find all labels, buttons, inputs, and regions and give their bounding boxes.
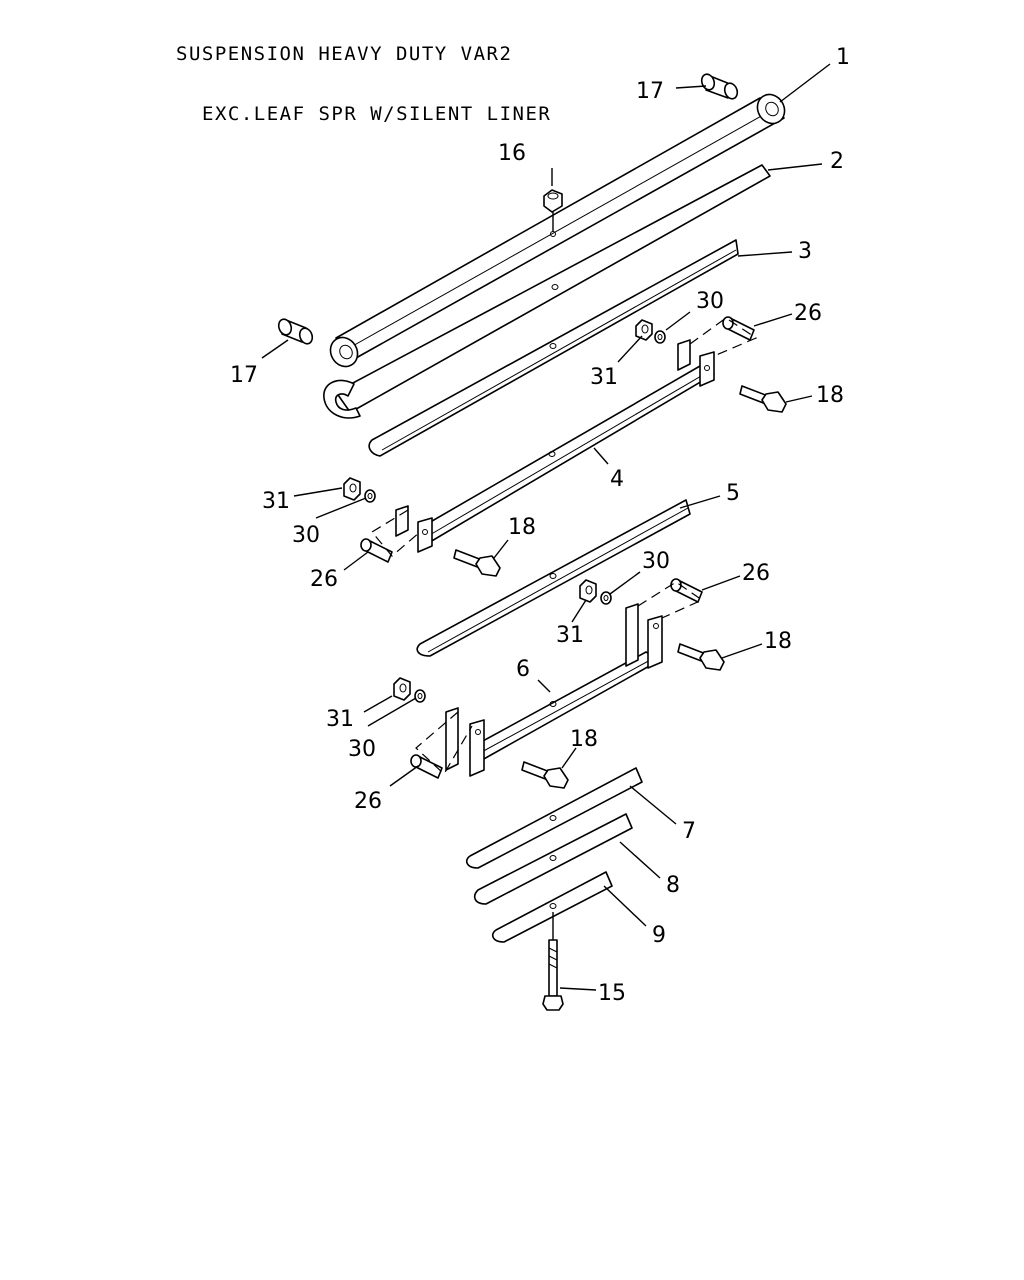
part-30-washer-d[interactable] <box>414 689 426 703</box>
callout-31-d: 31 <box>326 707 354 732</box>
part-16-center-nut[interactable] <box>543 189 563 237</box>
callout-26-a: 26 <box>794 301 822 326</box>
callout-5: 5 <box>726 481 740 506</box>
part-8-leaf[interactable] <box>473 813 633 905</box>
part-18-bolt-a[interactable] <box>739 385 787 413</box>
callout-18-c: 18 <box>764 629 792 654</box>
alignment-lines <box>371 317 758 775</box>
callout-4: 4 <box>610 467 624 492</box>
callout-26-d: 26 <box>354 789 382 814</box>
title-line-1: SUSPENSION HEAVY DUTY VAR2 <box>176 43 513 65</box>
callout-15: 15 <box>598 981 626 1006</box>
part-26-spacer-b[interactable] <box>360 538 393 563</box>
callout-17-bottom: 17 <box>230 363 258 388</box>
part-26-spacer-c[interactable] <box>670 578 703 603</box>
callout-8: 8 <box>666 873 680 898</box>
callout-30-b: 30 <box>292 523 320 548</box>
callout-18-b: 18 <box>508 515 536 540</box>
callout-31-b: 31 <box>262 489 290 514</box>
callout-30-c: 30 <box>642 549 670 574</box>
part-31-nut-b[interactable] <box>343 477 361 501</box>
part-31-nut-c[interactable] <box>579 579 597 603</box>
callout-31-c: 31 <box>556 623 584 648</box>
part-6-sixth-leaf[interactable] <box>445 603 663 777</box>
callout-30-a: 30 <box>696 289 724 314</box>
leader-lines <box>261 63 831 991</box>
callout-18-a: 18 <box>816 383 844 408</box>
part-18-bolt-d[interactable] <box>521 761 569 789</box>
part-9-leaf[interactable] <box>491 871 613 943</box>
callout-17-top: 17 <box>636 79 664 104</box>
part-30-washer-b[interactable] <box>364 489 376 503</box>
callout-3: 3 <box>798 239 812 264</box>
part-26-spacer-a[interactable] <box>722 316 755 341</box>
callout-30-d: 30 <box>348 737 376 762</box>
callout-26-c: 26 <box>742 561 770 586</box>
title-line-2: EXC.LEAF SPR W/SILENT LINER <box>202 103 552 125</box>
callout-7: 7 <box>682 819 696 844</box>
part-4-fourth-leaf[interactable] <box>395 339 715 553</box>
callout-16: 16 <box>498 141 526 166</box>
callout-31-a: 31 <box>590 365 618 390</box>
callout-6: 6 <box>516 657 530 682</box>
part-17-bushing-bottom[interactable] <box>277 317 315 345</box>
part-18-bolt-b[interactable] <box>453 549 501 577</box>
callout-9: 9 <box>652 923 666 948</box>
part-30-washer-a[interactable] <box>654 330 666 344</box>
part-31-nut-a[interactable] <box>635 319 653 341</box>
part-2-second-leaf[interactable] <box>323 164 771 419</box>
part-30-washer-c[interactable] <box>600 591 612 605</box>
diagram-title: SUSPENSION HEAVY DUTY VAR2 EXC.LEAF SPR … <box>176 4 551 144</box>
part-3-third-leaf[interactable] <box>368 239 739 457</box>
part-7-leaf[interactable] <box>465 767 643 869</box>
part-31-nut-d[interactable] <box>393 677 411 701</box>
part-1-main-leaf[interactable] <box>325 90 790 372</box>
callout-2: 2 <box>830 149 844 174</box>
callout-18-d: 18 <box>570 727 598 752</box>
part-15-center-bolt[interactable] <box>542 912 564 1011</box>
part-5-fifth-leaf[interactable] <box>416 499 691 657</box>
callout-1: 1 <box>836 45 850 70</box>
part-18-bolt-c[interactable] <box>677 643 725 671</box>
callout-labels: 1 2 3 4 5 6 7 8 9 15 16 17 17 18 18 18 1… <box>230 45 850 1006</box>
callout-26-b: 26 <box>310 567 338 592</box>
